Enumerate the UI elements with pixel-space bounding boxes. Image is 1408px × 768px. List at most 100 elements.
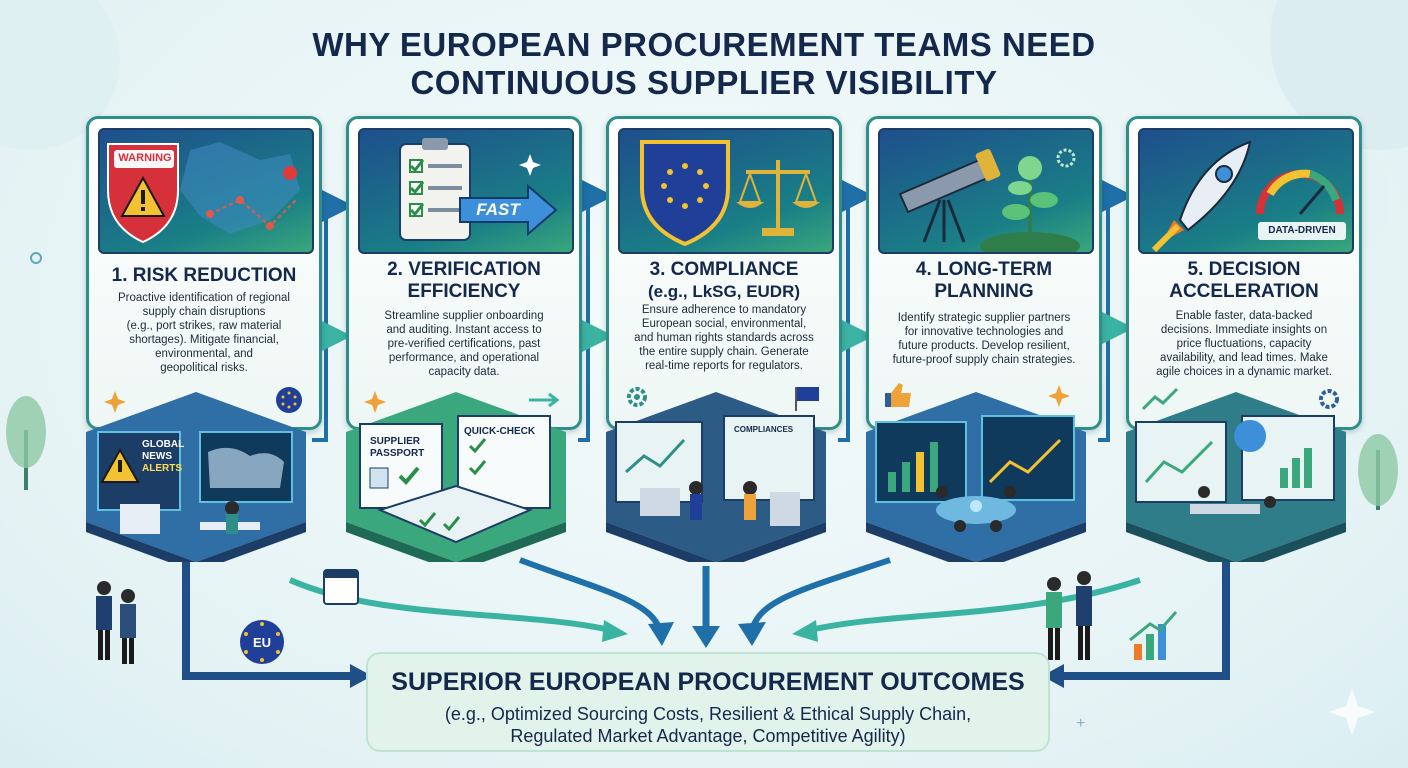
calendar-icon bbox=[323, 569, 359, 605]
speedometer-gauge-icon bbox=[1256, 169, 1344, 215]
card-2-body-line: performance, and operational bbox=[388, 352, 540, 364]
scene-passport-label: SUPPLIER bbox=[370, 436, 421, 447]
card-2-heading-line-1: 2. VERIFICATION bbox=[387, 259, 541, 280]
scene-compliances-label: COMPLIANCES bbox=[734, 425, 794, 434]
card-3-heading: 3. COMPLIANCE (e.g., LkSG, EUDR) bbox=[613, 259, 835, 303]
card-5-body-line: Enable faster, data-backed bbox=[1175, 310, 1313, 322]
card-2-body-line: Streamline supplier onboarding bbox=[384, 310, 544, 322]
person-icon bbox=[1046, 577, 1062, 660]
person-icon bbox=[96, 581, 112, 660]
scene-quickcheck-label: QUICK-CHECK bbox=[464, 426, 536, 437]
card-1-body-line: supply chain disruptions bbox=[142, 306, 266, 318]
card-4-heading-line-1: 4. LONG-TERM bbox=[915, 259, 1053, 280]
card-3-body-line: the entire supply chain. Generate bbox=[639, 346, 809, 358]
figures-left: EU bbox=[96, 569, 359, 664]
card-4-body-line: for innovative technologies and bbox=[904, 326, 1064, 338]
card-3-heading-line-1: 3. COMPLIANCE bbox=[649, 259, 799, 280]
card-4-body-line: Identify strategic supplier partners bbox=[897, 312, 1071, 324]
card-1-body-line: Proactive identification of regional bbox=[118, 292, 290, 304]
scene-news-label: NEWS bbox=[142, 451, 172, 462]
check-icon bbox=[468, 460, 487, 476]
map-pin-icon bbox=[283, 166, 298, 196]
card-1-heading-line-1: 1. RISK REDUCTION bbox=[111, 265, 297, 286]
outcome-box: SUPERIOR EUROPEAN PROCUREMENT OUTCOMES (… bbox=[366, 652, 1050, 752]
outcome-line-1: (e.g., Optimized Sourcing Costs, Resilie… bbox=[444, 704, 972, 724]
sparkle-icon bbox=[104, 391, 126, 413]
hero-checklist: FAST bbox=[358, 128, 574, 254]
trend-up-icon bbox=[1141, 387, 1179, 411]
card-1-body: Proactive identification of regional sup… bbox=[95, 291, 313, 375]
telescope-icon bbox=[898, 149, 1001, 243]
card-5-heading-line-1: 5. DECISION bbox=[1187, 259, 1301, 280]
plant-growth-icon bbox=[980, 156, 1080, 252]
scene-compliance-office: COMPLIANCES bbox=[606, 392, 826, 562]
card-4-heading-line-2: PLANNING bbox=[934, 281, 1034, 302]
card-long-term-planning: 4. LONG-TERM PLANNING Identify strategic… bbox=[866, 116, 1102, 430]
hero-fast-label: FAST bbox=[476, 200, 520, 219]
card-4-icons bbox=[885, 383, 1070, 407]
card-3-body: Ensure adherence to mandatory European s… bbox=[615, 303, 833, 373]
scene-analytics-office bbox=[1126, 392, 1346, 562]
card-1-body-line: shortages). Mitigate financial, bbox=[129, 334, 279, 346]
warning-triangle-icon bbox=[100, 447, 140, 483]
card-verification-efficiency: FAST 2. VERIFICATION EFFICIENCY Streamli… bbox=[346, 116, 582, 430]
card-5-body-line: availability, and lead times. Make bbox=[1160, 352, 1328, 364]
card-3-body-line: European social, environmental, bbox=[641, 318, 807, 330]
card-compliance: 3. COMPLIANCE (e.g., LkSG, EUDR) Ensure … bbox=[606, 116, 842, 430]
sparkle-icon bbox=[519, 154, 541, 176]
card-3-body-line: Ensure adherence to mandatory bbox=[641, 304, 807, 316]
card-2-body-line: and auditing. Instant access to bbox=[386, 324, 542, 336]
card-4-body: Identify strategic supplier partners for… bbox=[875, 311, 1093, 367]
card-5-body: Enable faster, data-backed decisions. Im… bbox=[1135, 309, 1353, 379]
card-5-body-line: agile choices in a dynamic market. bbox=[1156, 366, 1332, 378]
warning-shield-icon bbox=[107, 143, 179, 244]
person-icon bbox=[120, 589, 136, 664]
hero-data-driven-label: DATA-DRIVEN bbox=[1258, 222, 1346, 240]
card-5-icons bbox=[1141, 387, 1339, 411]
svg-text:+: + bbox=[1076, 715, 1085, 732]
hero-telescope bbox=[878, 128, 1094, 254]
tree-left-icon bbox=[6, 396, 46, 490]
outcome-line-2: Regulated Market Advantage, Competitive … bbox=[510, 726, 906, 746]
eu-badge-label: EU bbox=[253, 635, 271, 650]
card-2-body: Streamline supplier onboarding and audit… bbox=[355, 309, 573, 379]
outcome-flows bbox=[182, 557, 1230, 688]
hero-warning-label: WARNING bbox=[118, 152, 172, 164]
bar-chart-growth-icon bbox=[1129, 611, 1178, 660]
person-icon bbox=[1076, 571, 1092, 660]
card-3-body-line: real-time reports for regulators. bbox=[645, 360, 803, 372]
card-3-body-line: and human rights standards across bbox=[634, 332, 814, 344]
hero-rocket: DATA-DRIVEN bbox=[1138, 128, 1354, 254]
card-3-icons bbox=[627, 387, 819, 411]
card-1-icons bbox=[104, 387, 302, 413]
hero-compliance bbox=[618, 128, 834, 254]
card-risk-reduction: WARNING 1. RISK REDUCTION Proactive iden… bbox=[86, 116, 322, 430]
title-line-1: WHY EUROPEAN PROCUREMENT TEAMS NEED bbox=[312, 26, 1096, 63]
eu-globe-icon bbox=[276, 387, 302, 413]
card-2-heading: 2. VERIFICATION EFFICIENCY bbox=[353, 259, 575, 303]
hero-risk-map: WARNING bbox=[98, 128, 314, 254]
eu-shield-icon bbox=[640, 140, 730, 247]
card-1-body-line: (e.g., port strikes, raw material bbox=[126, 320, 282, 332]
card-1-heading: 1. RISK REDUCTION bbox=[93, 265, 315, 287]
card-5-body-line: decisions. Immediate insights on bbox=[1160, 324, 1328, 336]
scene-passport-label: PASSPORT bbox=[370, 448, 424, 459]
card-decision-acceleration: DATA-DRIVEN 5. DECISION ACCELERATION Ena… bbox=[1126, 116, 1362, 430]
outcome-heading: SUPERIOR EUROPEAN PROCUREMENT OUTCOMES bbox=[391, 668, 1025, 696]
gear-icon bbox=[1319, 389, 1339, 409]
tree-right-icon bbox=[1358, 434, 1398, 510]
scene-planning-room bbox=[866, 392, 1086, 562]
scene-news-room: GLOBAL NEWS ALERTS bbox=[86, 392, 306, 562]
card-5-heading: 5. DECISION ACCELERATION bbox=[1133, 259, 1355, 303]
eu-flag-icon bbox=[795, 387, 819, 411]
scales-of-justice-icon bbox=[736, 160, 820, 236]
gear-icon bbox=[1056, 148, 1076, 168]
card-1-body-line: geopolitical risks. bbox=[160, 362, 248, 374]
card-2-heading-line-2: EFFICIENCY bbox=[407, 281, 521, 302]
card-5-heading-line-2: ACCELERATION bbox=[1169, 281, 1319, 302]
card-4-body-line: future-proof supply chain strategies. bbox=[892, 354, 1076, 366]
clipboard-checklist-icon bbox=[399, 138, 471, 241]
sparkle-icon bbox=[1048, 385, 1070, 407]
card-4-body-line: future products. Develop resilient, bbox=[898, 340, 1070, 352]
